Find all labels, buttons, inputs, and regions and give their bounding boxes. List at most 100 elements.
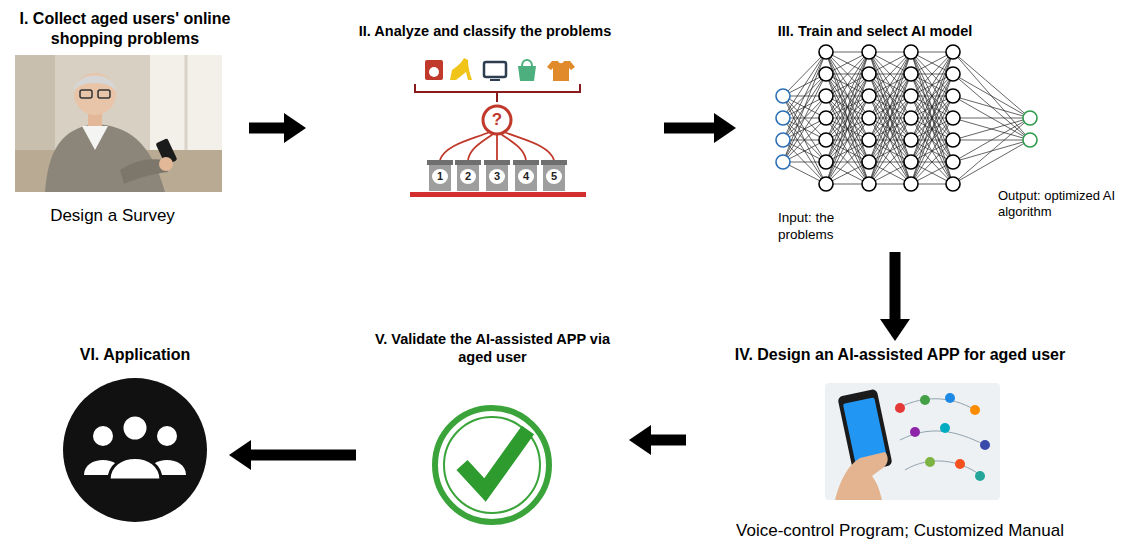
bins: [427, 160, 567, 191]
step-note: Design a Survey: [25, 205, 200, 226]
bin-lid: [513, 160, 539, 165]
users-icon: [63, 378, 207, 522]
neuron: [862, 155, 876, 169]
flow-arrow: [249, 123, 284, 134]
app-photo: [825, 383, 1000, 500]
neuron: [776, 155, 790, 169]
step-heading: I. Collect aged users' online shopping p…: [5, 9, 245, 49]
shirt-icon: [547, 61, 575, 81]
app-icon: [925, 457, 935, 467]
neural-network: [776, 45, 1037, 191]
network-link: [911, 74, 953, 184]
man-cardigan: [45, 124, 165, 192]
network-link: [911, 74, 953, 184]
neuron: [819, 67, 833, 81]
neuron: [819, 45, 833, 59]
network-link: [953, 118, 1030, 162]
process-step: V. Validate the AI-assisted APP via aged…: [360, 330, 625, 538]
neuron: [904, 67, 918, 81]
bin-number: 1: [432, 169, 448, 184]
process-step: VI. Application: [45, 345, 225, 527]
neuron: [946, 155, 960, 169]
neuron: [819, 177, 833, 191]
base-bar: [410, 192, 586, 197]
branch-line: [496, 134, 498, 160]
app-link: [905, 461, 980, 475]
network-link: [869, 74, 911, 184]
bin: [515, 163, 537, 191]
network-link: [826, 52, 869, 162]
man-head: [74, 73, 116, 115]
bracket-stem: [496, 92, 498, 102]
tv-icon: [484, 62, 506, 77]
bin-lid: [455, 160, 481, 165]
neuron: [776, 89, 790, 103]
network-link: [826, 52, 869, 118]
flow-arrow: [251, 450, 356, 461]
network-link: [783, 118, 826, 184]
photo-ground: [15, 55, 222, 192]
neuron: [819, 133, 833, 147]
branch-line: [468, 134, 493, 160]
app-photo-ground: [825, 383, 1000, 500]
classification-graphic: [410, 58, 586, 197]
network-link: [783, 96, 826, 162]
flow-arrow: [664, 123, 714, 134]
network-link: [826, 118, 869, 184]
neuron: [904, 111, 918, 125]
person-head: [122, 415, 148, 441]
neuron: [819, 155, 833, 169]
network-link: [869, 118, 911, 184]
neuron: [862, 177, 876, 191]
app-icon: [970, 405, 980, 415]
phone-screen: [843, 397, 887, 462]
bin-lid: [484, 160, 510, 165]
bin-number: 4: [518, 169, 534, 184]
neuron: [776, 111, 790, 125]
neuron: [904, 45, 918, 59]
network-link: [826, 52, 869, 118]
person-head: [157, 426, 177, 446]
bag-handle: [522, 60, 532, 66]
step-heading: IV. Design an AI-assisted APP for aged u…: [690, 345, 1110, 365]
app-icon: [945, 393, 955, 403]
man-glasses: [98, 90, 110, 98]
bin: [429, 163, 451, 191]
network-link: [953, 96, 1030, 118]
branch-line: [504, 132, 554, 160]
network-link: [953, 74, 1030, 140]
app-icon: [895, 403, 905, 413]
neuron: [946, 67, 960, 81]
neuron: [862, 45, 876, 59]
network-link: [869, 52, 911, 162]
step-note: Voice-control Program; Customized Manual: [690, 520, 1110, 541]
network-link: [783, 52, 826, 118]
network-link: [911, 52, 953, 162]
network-link: [783, 96, 826, 162]
app-icon: [920, 395, 930, 405]
network-link: [911, 118, 953, 184]
network-link: [911, 52, 953, 118]
network-link: [911, 118, 953, 184]
app-icon: [940, 423, 950, 433]
app-icon: [975, 471, 985, 481]
step-heading: V. Validate the AI-assisted APP via aged…: [360, 330, 625, 366]
bin: [457, 163, 479, 191]
step-heading: III. Train and select AI model: [740, 22, 1010, 40]
network-link: [826, 74, 869, 184]
neuron: [946, 133, 960, 147]
check-mark: [462, 430, 528, 490]
network-link: [953, 96, 1030, 140]
network-link: [869, 118, 911, 184]
network-link: [953, 140, 1030, 184]
network-link: [953, 118, 1030, 140]
question-mark: ?: [483, 110, 511, 130]
bin-lid: [427, 160, 453, 165]
network-link: [826, 74, 869, 184]
network-link: [953, 118, 1030, 184]
person-head: [93, 426, 113, 446]
app-icon: [955, 459, 965, 469]
